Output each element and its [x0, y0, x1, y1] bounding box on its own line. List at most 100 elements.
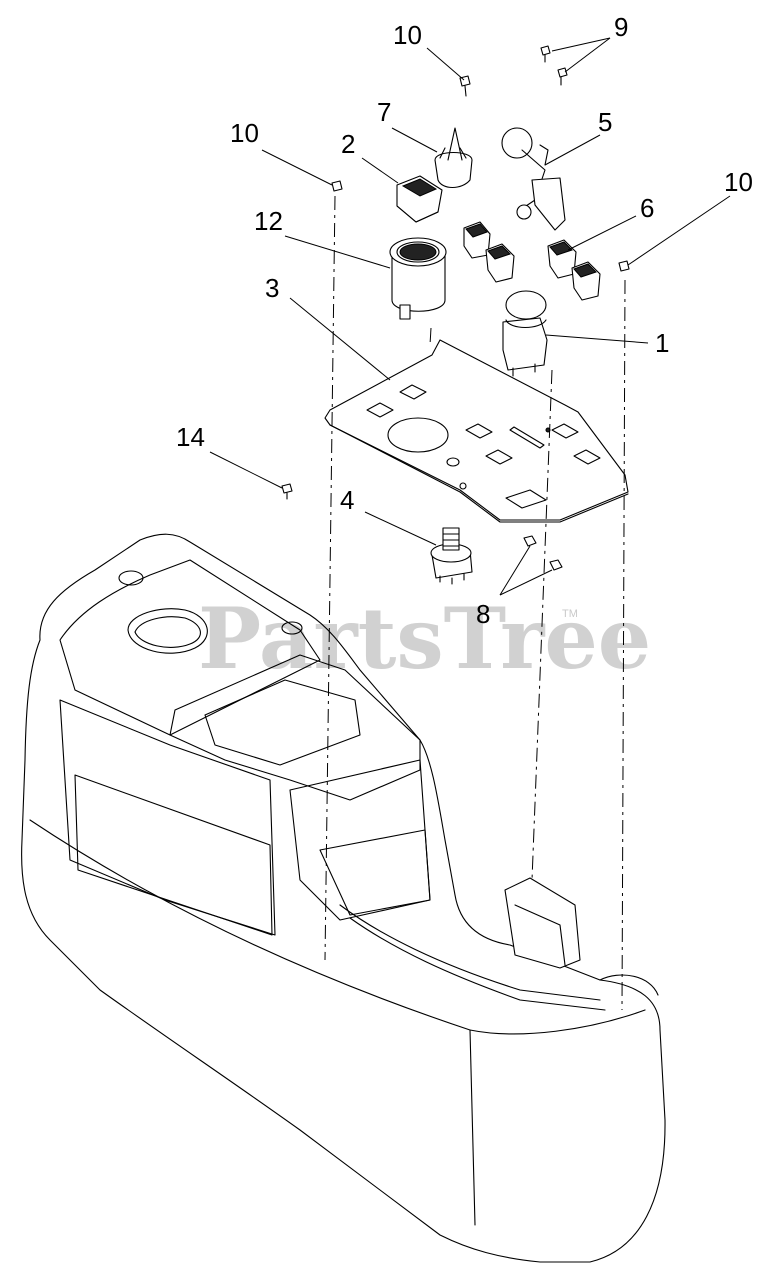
watermark: PartsTree TM [198, 589, 651, 688]
leader-9-a [551, 37, 611, 52]
console-front-channel [289, 759, 431, 921]
ignition-shaft [442, 527, 460, 551]
screw-14-head [281, 483, 293, 494]
alignment-line-center [531, 369, 553, 881]
callout-8: 8 [476, 599, 490, 629]
callout-10-right: 10 [724, 167, 753, 197]
console-channel-lip-inner [349, 917, 606, 1011]
console-base-curve-2 [469, 1029, 476, 1226]
callout-6: 6 [640, 193, 654, 223]
rocker-switch-a-top [465, 223, 488, 238]
console-cup-holder-rim [127, 608, 208, 654]
pto-switch-body [502, 317, 548, 371]
console-left-side [59, 699, 276, 936]
leader-4 [364, 511, 437, 546]
screw-10-b-head [331, 180, 343, 192]
key-wing [439, 147, 467, 159]
callout-1: 1 [655, 328, 669, 358]
alignment-line-right [621, 279, 626, 1011]
plate-cutout-slot [509, 426, 545, 449]
leader-2 [361, 157, 399, 184]
console-end-cap [599, 974, 659, 996]
callout-3: 3 [265, 273, 279, 303]
plate-cutout-rect-7 [505, 489, 547, 509]
console-hole-right [281, 621, 303, 635]
leader-10-c [627, 195, 731, 266]
switch-rocker [401, 178, 438, 197]
pto-switch-1 [502, 290, 548, 377]
mounting-plate [324, 339, 629, 523]
console-rear-tower [504, 877, 581, 969]
screw-9-b-head [557, 67, 568, 78]
pto-switch-knob [505, 290, 547, 320]
hardware [281, 45, 630, 571]
console-channel-lip [339, 904, 601, 1001]
alignment-lines [324, 195, 626, 1011]
leader-10-a [426, 47, 465, 81]
key-base [434, 151, 473, 189]
power-outlet-inner-rim [396, 241, 440, 263]
rocker-switch-b-top [487, 245, 511, 260]
power-outlet-opening [399, 243, 437, 261]
callout-4: 4 [340, 485, 354, 515]
ignition-switch-4 [430, 527, 473, 585]
rocker-switch-d-top [573, 263, 597, 278]
plate-cutout-rect-6 [573, 449, 601, 465]
console-top-shelf [59, 559, 321, 736]
callout-5: 5 [598, 107, 612, 137]
plate-cutout-rect-2 [399, 384, 427, 400]
key-7 [434, 127, 473, 189]
leader-5 [544, 134, 601, 166]
leader-7 [391, 127, 438, 153]
console-housing [21, 533, 666, 1263]
leader-10-b [261, 149, 333, 186]
plate-cutout-rect-3 [465, 423, 493, 439]
throttle-lever-5 [501, 127, 566, 231]
throttle-knob [501, 127, 533, 159]
switch-2 [396, 175, 443, 223]
console-cup-holder-inner [134, 616, 201, 648]
key-blade [447, 127, 463, 161]
leader-12 [284, 235, 391, 269]
console-left-recess [74, 774, 273, 936]
pto-switch-terminals [512, 363, 536, 377]
throttle-bracket [531, 177, 566, 231]
console-rear-tower-face [514, 904, 566, 966]
throttle-stem [539, 144, 549, 166]
leader-14 [209, 451, 283, 489]
rocker-switches-6 [463, 221, 601, 301]
throttle-pivot [516, 204, 532, 220]
callout-9: 9 [614, 12, 628, 42]
ignition-terminals [439, 573, 465, 585]
console-center-block [169, 654, 421, 801]
mounting-plate-edge [329, 424, 629, 523]
rocker-switch-c-top [549, 241, 573, 256]
alignment-line-plate [429, 327, 432, 346]
callouts: 10 9 7 5 10 2 10 6 12 3 1 14 4 8 [176, 12, 753, 629]
watermark-text: PartsTree [198, 589, 651, 688]
switch-base [396, 205, 439, 223]
screw-10-c-head [618, 260, 630, 272]
console-center-block-face [204, 679, 361, 766]
nut-8-b [549, 559, 563, 571]
pto-switch-collar [505, 319, 547, 329]
power-outlet-12 [389, 237, 447, 320]
plate-cutout-rect-5 [551, 423, 579, 439]
leader-6 [567, 215, 637, 251]
callout-12: 12 [254, 206, 283, 236]
screw-10-a-shank [464, 85, 467, 97]
mounting-plate-outline [324, 339, 629, 521]
callout-10-left: 10 [230, 118, 259, 148]
console-hole-left [118, 570, 144, 586]
console-base-curve-3 [29, 819, 471, 1031]
console-channel-floor [319, 829, 431, 916]
plate-cutout-small [446, 457, 460, 467]
leader-8-a [499, 545, 531, 596]
leader-8-b [499, 569, 553, 596]
leader-1 [545, 334, 649, 344]
callout-2: 2 [341, 129, 355, 159]
leader-9-b [564, 37, 611, 73]
console-outline [21, 533, 666, 1263]
